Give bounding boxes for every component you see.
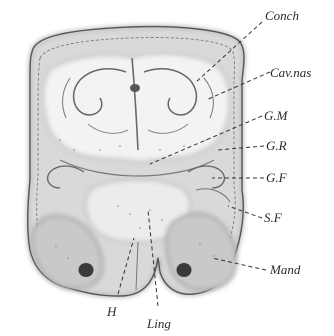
label-g-m: G.M <box>264 108 289 123</box>
label-s-f: S.F <box>264 210 283 225</box>
label-ling: Ling <box>146 316 171 331</box>
label-conch: Conch <box>265 8 299 23</box>
label-g-r: G.R <box>266 138 287 153</box>
nasal-cavity <box>43 54 229 162</box>
label-g-f: G.F <box>266 170 288 185</box>
label-cav-nas: Cav.nas <box>270 65 311 80</box>
label-mand: Mand <box>269 262 301 277</box>
label-h: H <box>106 304 117 319</box>
